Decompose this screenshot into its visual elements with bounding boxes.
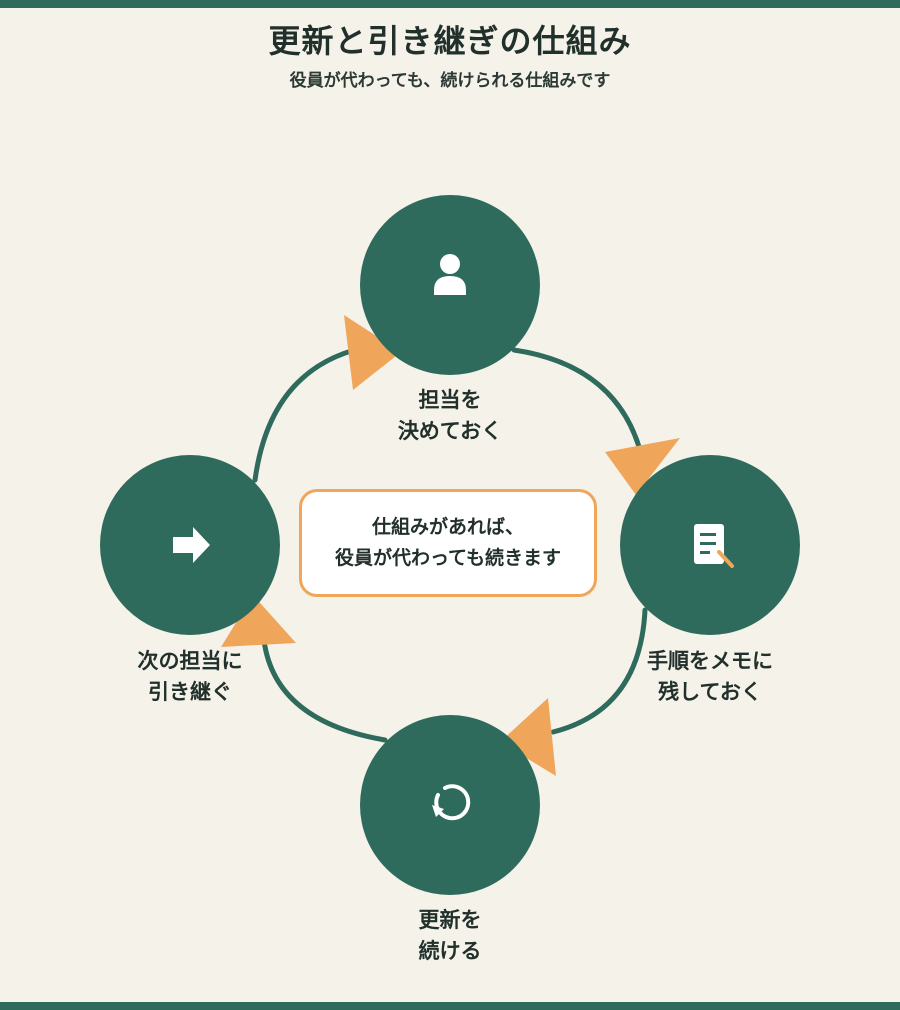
direction-arrow-4 <box>221 595 296 647</box>
direction-arrow-3 <box>500 698 556 776</box>
step-label-line: 次の担当に <box>137 649 243 673</box>
connector-arc-bottom-right <box>550 607 648 735</box>
step-label-handover: 次の担当に 引き継ぐ <box>90 646 290 708</box>
direction-arrow-1 <box>344 315 401 390</box>
step-label-line: 続ける <box>418 939 482 963</box>
top-accent-bar <box>0 0 900 8</box>
center-message-box: 仕組みがあれば、 役員が代わっても続きます <box>299 489 597 597</box>
step-label-line: 決めておく <box>397 419 503 443</box>
step-label-line: 更新を <box>418 908 482 932</box>
memo-icon <box>694 524 734 568</box>
arrow-right-icon <box>173 527 210 563</box>
connector-arc-top-left <box>252 345 365 483</box>
page-title: 更新と引き継ぎの仕組み <box>268 22 632 60</box>
bottom-accent-bar <box>0 1002 900 1010</box>
page-subtitle: 役員が代わっても、続けられる仕組みです <box>289 71 611 91</box>
step-label-line: 残しておく <box>658 680 762 704</box>
step-label-line: 担当を <box>418 388 482 412</box>
center-message-line-1: 仕組みがあれば、 <box>371 516 524 538</box>
person-icon <box>434 254 466 295</box>
step-label-update: 更新を 続ける <box>350 905 550 967</box>
step-label-line: 手順をメモに <box>647 649 773 673</box>
refresh-icon <box>432 784 471 821</box>
connector-arc-top-right <box>511 347 643 453</box>
connector-arc-bottom-left <box>260 627 388 743</box>
center-message-line-2: 役員が代わっても続きます <box>334 547 562 569</box>
step-circle-bottom <box>360 715 540 895</box>
step-label-memo: 手順をメモに 残しておく <box>610 646 810 708</box>
step-label-line: 引き継ぐ <box>148 680 232 704</box>
step-label-assign: 担当を 決めておく <box>350 385 550 447</box>
direction-arrow-2 <box>605 438 680 495</box>
